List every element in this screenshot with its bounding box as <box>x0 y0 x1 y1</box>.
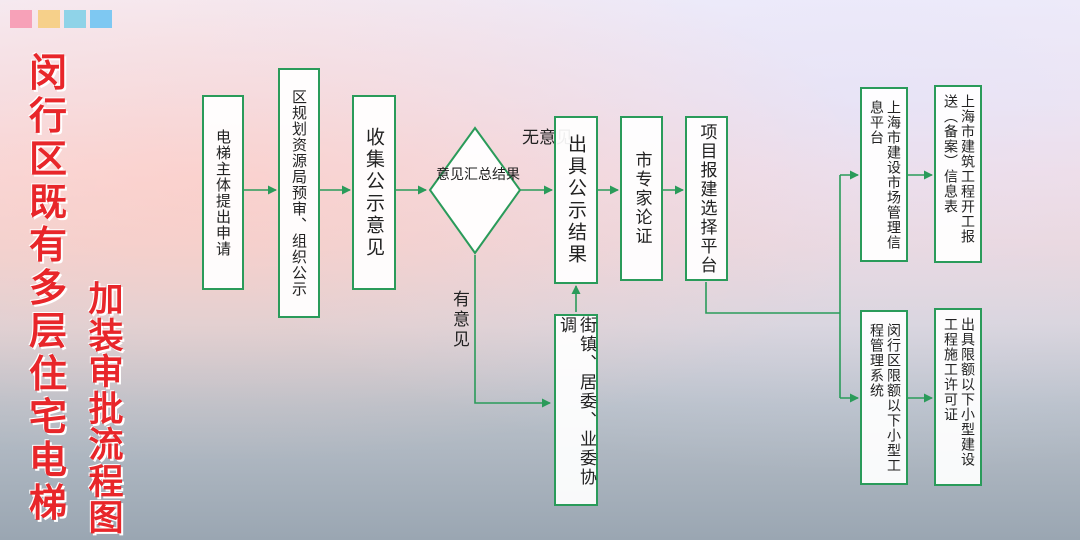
platform-city-market-label: 上海市建设市场管理信息平台 <box>868 99 901 250</box>
step-platform-choice: 项目报建选择平台 <box>685 116 728 281</box>
result-registration-form: 上海市建筑工程开工报送（备案）信息表 <box>934 85 982 263</box>
step-publish-result-label: 出具公示结果 <box>565 134 587 266</box>
decision-label: 意见汇总结果 <box>436 167 520 183</box>
step-apply-label: 电梯主体提出申请 <box>214 128 232 257</box>
step-expert-review: 市专家论证 <box>620 116 663 281</box>
title-sub: 加装审批流程图 <box>88 280 124 539</box>
color-swatch <box>10 10 32 28</box>
step-collect-opinions-label: 收集公示意见 <box>363 126 385 259</box>
step-platform-choice-label: 项目报建选择平台 <box>696 122 717 275</box>
result-construction-permit-label: 出具限额以下小型建设工程施工许可证 <box>942 317 975 467</box>
platform-minhang-system-label: 闵行区限额以下小型工程管理系统 <box>868 322 901 473</box>
color-swatch <box>90 10 112 28</box>
step-coordination: 街镇、居委、业委协调 <box>554 314 598 506</box>
platform-city-market: 上海市建设市场管理信息平台 <box>860 87 908 262</box>
step-publish-result: 出具公示结果 <box>554 116 598 284</box>
step-apply: 电梯主体提出申请 <box>202 95 244 290</box>
arrow-decision-to-coordination <box>474 255 551 408</box>
result-registration-form-label: 上海市建筑工程开工报送（备案）信息表 <box>942 94 975 244</box>
title-main: 闵行区既有多层住宅电梯 <box>28 51 67 525</box>
has-opinion-label: 有意见 <box>449 290 469 350</box>
color-swatch <box>64 10 86 28</box>
step-pre-review: 区规划资源局预审、组织公示 <box>278 68 320 318</box>
platform-minhang-system: 闵行区限额以下小型工程管理系统 <box>860 310 908 485</box>
color-swatch <box>38 10 60 28</box>
step-expert-review-label: 市专家论证 <box>631 151 652 246</box>
step-coordination-label: 街镇、居委、业委协调 <box>556 316 596 487</box>
step-pre-review-label: 区规划资源局预审、组织公示 <box>290 89 308 297</box>
result-construction-permit: 出具限额以下小型建设工程施工许可证 <box>934 308 982 486</box>
decision-diamond <box>428 126 522 255</box>
step-collect-opinions: 收集公示意见 <box>352 95 396 290</box>
connector-step6-to-branch <box>705 282 840 314</box>
